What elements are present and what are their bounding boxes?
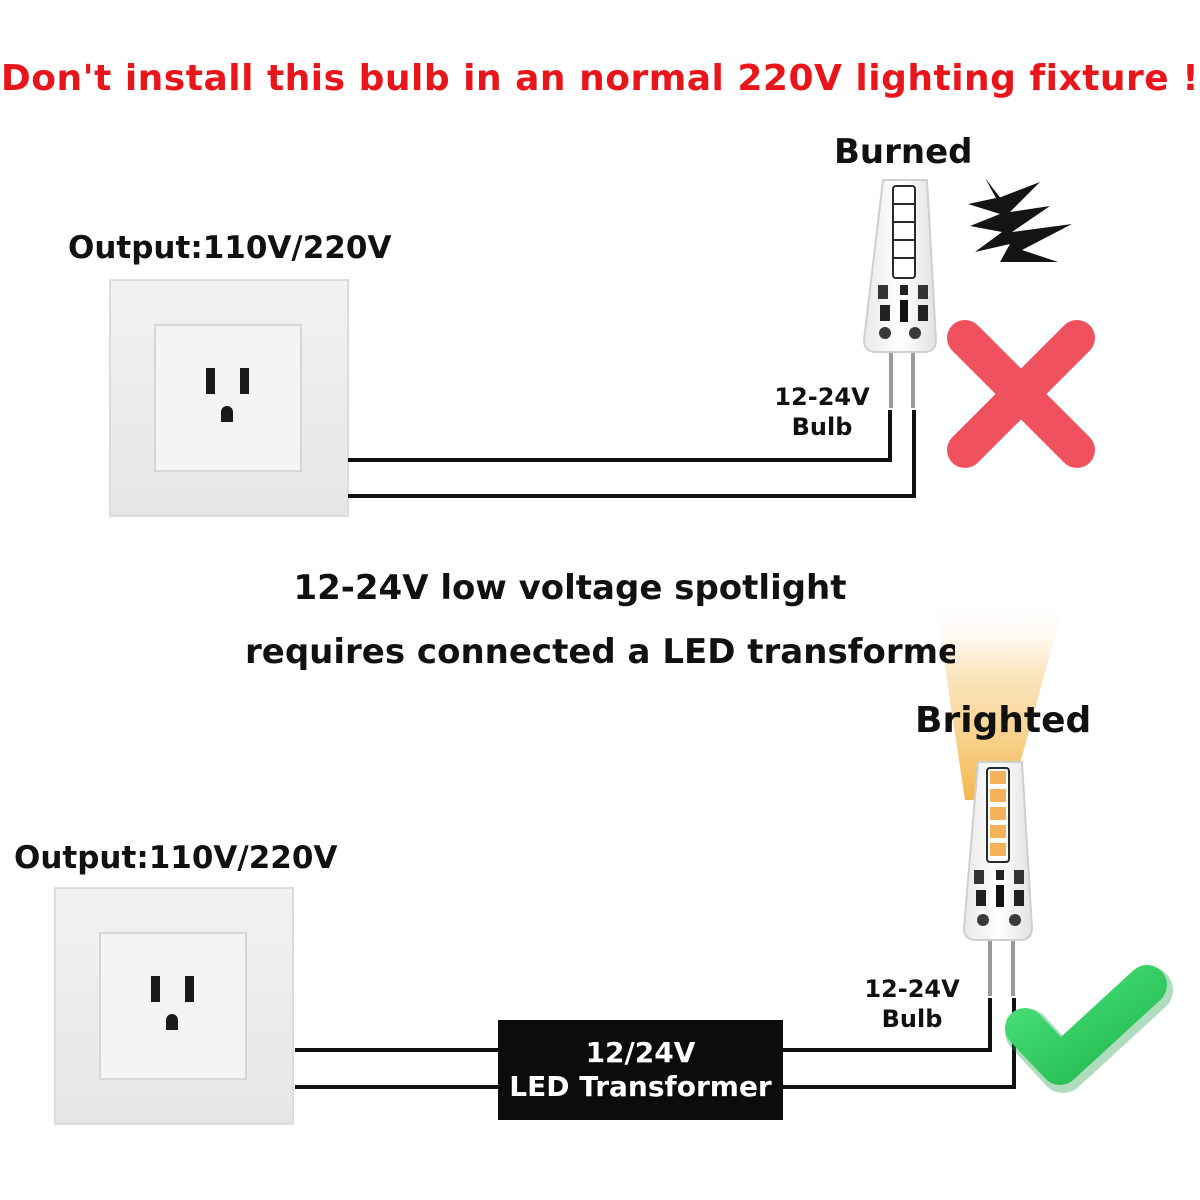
wall-outlet-bottom [54,887,294,1125]
bulb-burned [862,179,938,408]
red-x-icon [947,320,1095,468]
brighted-label: Brighted [915,700,1092,741]
bulb-label-bottom: 12-24V Bulb [852,974,972,1034]
explanation-line-2: requires connected a LED transformer [245,632,955,672]
led-transformer: 12/24V LED Transformer [498,1020,783,1120]
bulb-label-top: 12-24V Bulb [762,382,882,442]
wires-top [348,410,916,498]
explanation-line-1: 12-24V low voltage spotlight [293,568,847,608]
bulb-word-top: Bulb [791,413,853,441]
bulb-voltage-top: 12-24V [774,383,870,411]
lightning-icon [968,178,1072,262]
transformer-label: LED Transformer [509,1070,772,1103]
light-glow [935,600,1065,800]
burned-label: Burned [834,132,973,172]
explanation-line-2-wrap: requires connected a LED transformer [0,632,1200,672]
warning-title: Don't install this bulb in an normal 220… [0,58,1200,99]
bulb-word-bottom: Bulb [881,1005,943,1033]
transformer-voltage: 12/24V [585,1036,696,1069]
bulb-voltage-bottom: 12-24V [864,975,960,1003]
output-voltage-label-top: Output:110V/220V [68,230,392,266]
wall-outlet-top [109,279,349,517]
green-check-icon [1005,965,1173,1093]
bulb-lit [962,761,1034,996]
output-voltage-label-bottom: Output:110V/220V [14,840,338,876]
